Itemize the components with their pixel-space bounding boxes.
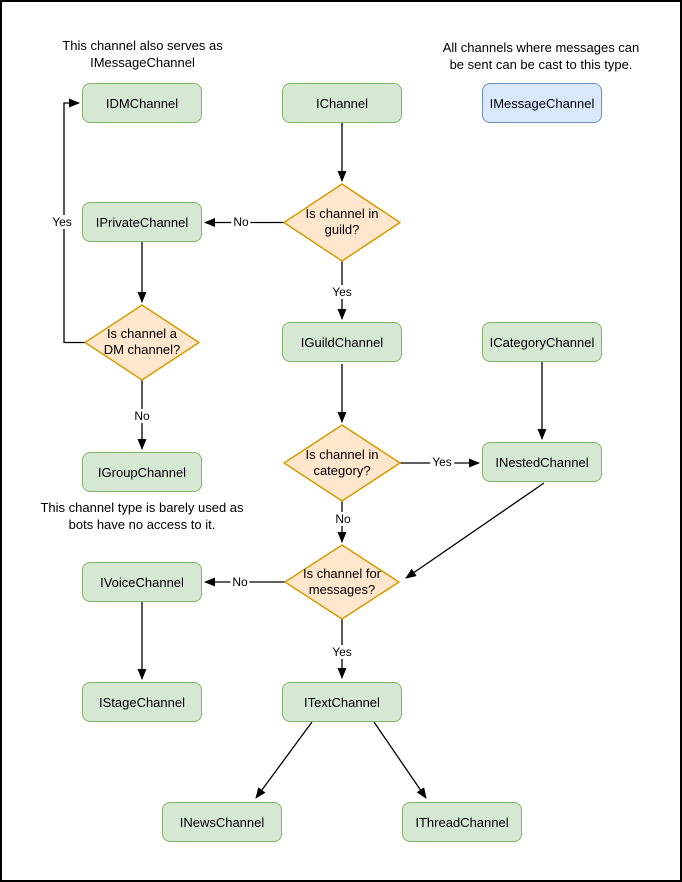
edge-label-messages-yes: Yes bbox=[330, 645, 354, 659]
node-ichannel: IChannel bbox=[282, 83, 402, 123]
node-itextchannel: ITextChannel bbox=[282, 682, 402, 722]
decision-is-in-category-shape bbox=[283, 424, 401, 502]
node-idmchannel: IDMChannel bbox=[82, 83, 202, 123]
edge-label-guild-no: No bbox=[231, 215, 251, 229]
node-igroupchannel: IGroupChannel bbox=[82, 452, 202, 492]
note-igroupchannel: This channel type is barely used as bots… bbox=[40, 500, 244, 532]
edge-inestedchannel-to-messages-decision bbox=[405, 482, 545, 579]
edge-itextchannel-to-ithreadchannel bbox=[373, 721, 427, 799]
decision-is-in-guild-shape bbox=[283, 183, 401, 262]
decision-is-dm-shape bbox=[84, 304, 200, 381]
node-imessagechannel: IMessageChannel bbox=[482, 83, 602, 123]
node-iguildchannel: IGuildChannel bbox=[282, 322, 402, 362]
edge-label-category-yes: Yes bbox=[430, 455, 454, 469]
edge-label-messages-no: No bbox=[230, 575, 250, 589]
note-idmchannel: This channel also serves as IMessageChan… bbox=[62, 38, 223, 70]
edge-label-category-no: No bbox=[333, 512, 353, 526]
decision-is-dm-label: Is channel a DM channel? bbox=[103, 325, 181, 357]
decision-is-for-messages-label: Is channel for messages? bbox=[302, 565, 382, 597]
decision-is-in-guild-label: Is channel in guild? bbox=[305, 205, 379, 237]
note-imessagechannel: All channels where messages can be sent … bbox=[442, 40, 640, 72]
decision-is-in-category-label: Is channel in category? bbox=[305, 446, 379, 478]
edge-label-guild-yes: Yes bbox=[330, 285, 354, 299]
node-ivoicechannel: IVoiceChannel bbox=[82, 562, 202, 602]
decision-is-for-messages-shape bbox=[284, 544, 400, 620]
edge-itextchannel-to-inewschannel bbox=[255, 721, 313, 799]
node-iprivatechannel: IPrivateChannel bbox=[82, 202, 202, 242]
edge-label-dm-yes: Yes bbox=[50, 215, 74, 229]
node-inestedchannel: INestedChannel bbox=[482, 442, 602, 482]
edge-label-dm-no: No bbox=[132, 409, 152, 423]
node-inewschannel: INewsChannel bbox=[162, 802, 282, 842]
node-ithreadchannel: IThreadChannel bbox=[402, 802, 522, 842]
node-istagechannel: IStageChannel bbox=[82, 682, 202, 722]
node-icategorychannel: ICategoryChannel bbox=[482, 322, 602, 362]
